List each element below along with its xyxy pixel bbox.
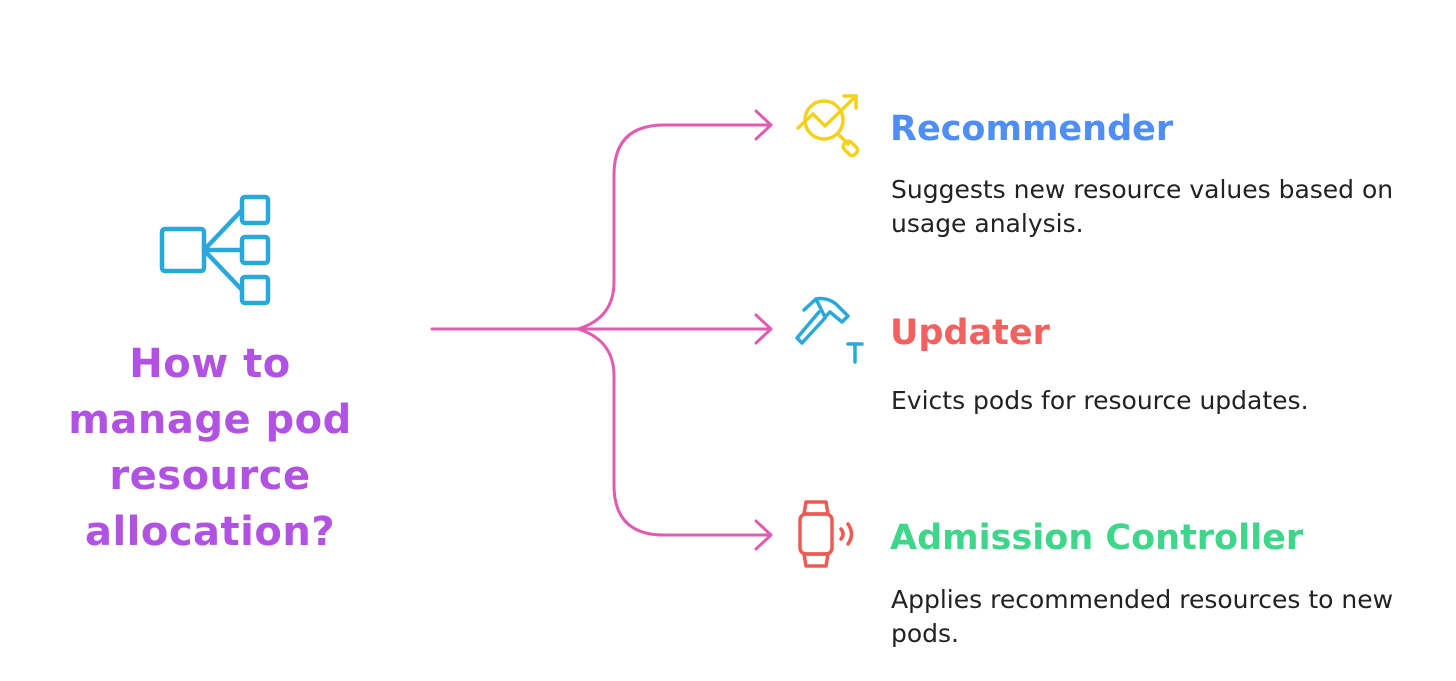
- hierarchy-icon: [159, 194, 271, 306]
- branch-desc-updater: Evicts pods for resource updates.: [891, 386, 1309, 415]
- branch-title-recommender: Recommender: [890, 109, 1174, 149]
- branch-desc-recommender: Suggests new resource values based on us…: [891, 175, 1394, 238]
- question-line: resource: [109, 453, 311, 499]
- central-question: How to manage pod resource allocation?: [40, 336, 380, 560]
- magnifier-trend-icon: [796, 94, 860, 158]
- branch-title-updater: Updater: [890, 313, 1050, 353]
- smartwatch-icon: [798, 500, 854, 568]
- question-line: allocation?: [84, 509, 336, 555]
- connector-bottom: [576, 327, 772, 537]
- arrowhead-bottom: [754, 519, 773, 551]
- arrowhead-top: [754, 109, 773, 141]
- question-line: manage pod: [68, 397, 352, 443]
- branch-title-admission-controller: Admission Controller: [890, 518, 1304, 558]
- hammer-nail-icon: [795, 296, 864, 364]
- connector-top: [576, 123, 772, 331]
- arrowhead-middle: [754, 313, 773, 345]
- branch-desc-admission-controller: Applies recommended resources to new pod…: [891, 585, 1394, 648]
- question-line: How to: [129, 341, 291, 387]
